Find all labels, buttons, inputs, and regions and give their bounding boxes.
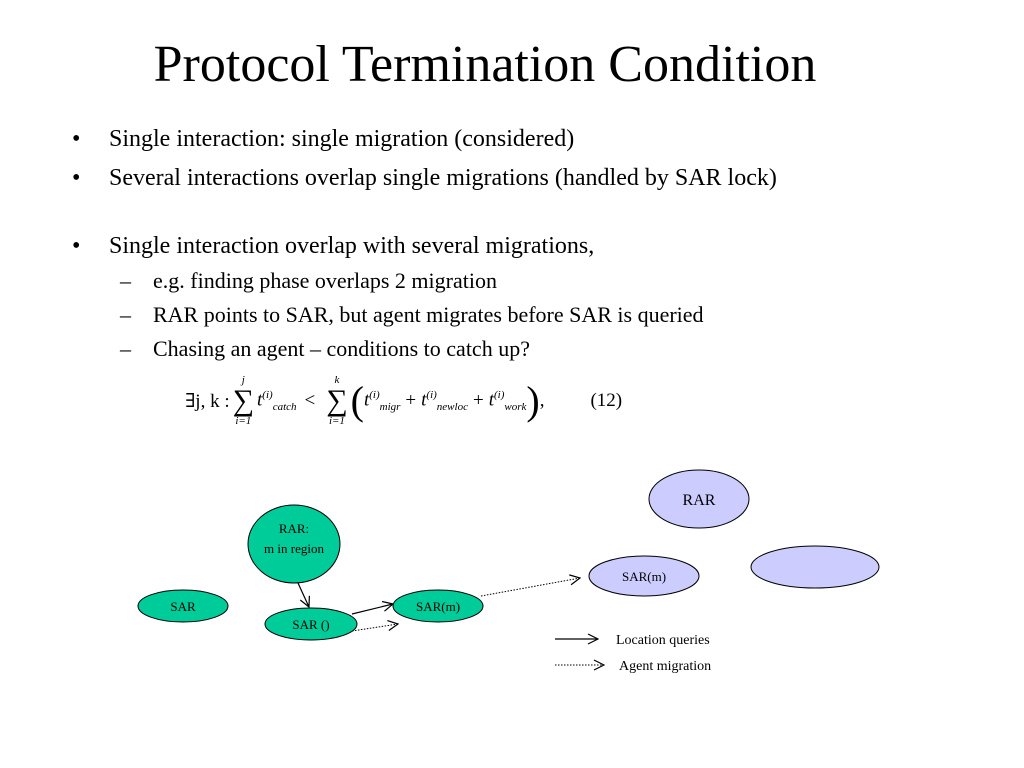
slide-title: Protocol Termination Condition [153,36,817,93]
bullet-marker: • [72,233,81,259]
sar-m-green-label: SAR(m) [416,599,460,614]
catch-up-formula: ∃j, k : j ∑ i=1 t(i)catch < k ∑ i=1 ( t(… [185,374,623,427]
sub-bullet-text: Chasing an agent – conditions to catch u… [153,336,530,361]
sar-m-lavender-label: SAR(m) [622,569,666,584]
legend-location-queries: Location queries [616,633,710,648]
sar-empty-node: SAR () [264,607,358,641]
formula-prefix: ∃j, k : [185,390,230,412]
rar-region-label: RAR: [279,521,309,536]
sub-bullet-marker: – [120,268,131,293]
bullet-text: Single interaction overlap with several … [109,233,595,259]
sar-empty-label: SAR () [292,617,329,632]
query-arrow-sar-to-sarm [351,604,393,615]
sum-lower-limit: i=1 [235,415,252,427]
sum-lower-limit: i=1 [328,415,345,427]
sar-m-green-node: SAR(m) [392,589,484,623]
sum-upper-limit: k [334,374,340,386]
sub-bullet-text: e.g. finding phase overlaps 2 migration [153,268,497,293]
rar-region-sublabel: m in region [264,541,324,556]
sub-bullet-marker: – [120,336,131,361]
rar-top-label: RAR [683,492,716,509]
bullet-marker: • [72,165,81,191]
sum-symbol: k ∑ i=1 [326,374,348,427]
sar-m-lavender-node: SAR(m) [588,555,700,597]
sum-upper-limit: j [241,374,245,386]
bullet-text: Several interactions overlap single migr… [109,165,777,191]
t-migr-term: t(i)migr [363,388,401,414]
bullet-text: Single interaction: single migration (co… [109,126,575,152]
sar-left-label: SAR [170,599,196,614]
rar-top-node: RAR [648,469,750,529]
t-catch-term: t(i)catch [257,388,297,414]
query-arrow-rar-to-sar [297,582,309,607]
sar-left-node: SAR [137,589,229,623]
legend-agent-migration: Agent migration [619,659,711,674]
rar-region-node: RAR: m in region [247,504,341,584]
sub-bullet-text: RAR points to SAR, but agent migrates be… [153,302,704,327]
blank-node [750,545,880,589]
sum-symbol: j ∑ i=1 [232,374,255,427]
less-than: < [304,390,316,411]
bullet-marker: • [72,126,81,152]
t-newloc-term: t(i)newloc [421,388,468,414]
migration-arrow-sarm-to-sarm [480,578,580,597]
migration-arrow-sar-to-sarm [351,624,398,632]
equation-number: (12) [590,390,623,411]
t-work-term: t(i)work [488,388,527,414]
diagram-legend: Location queries Agent migration [555,633,711,674]
sub-bullet-marker: – [120,302,131,327]
